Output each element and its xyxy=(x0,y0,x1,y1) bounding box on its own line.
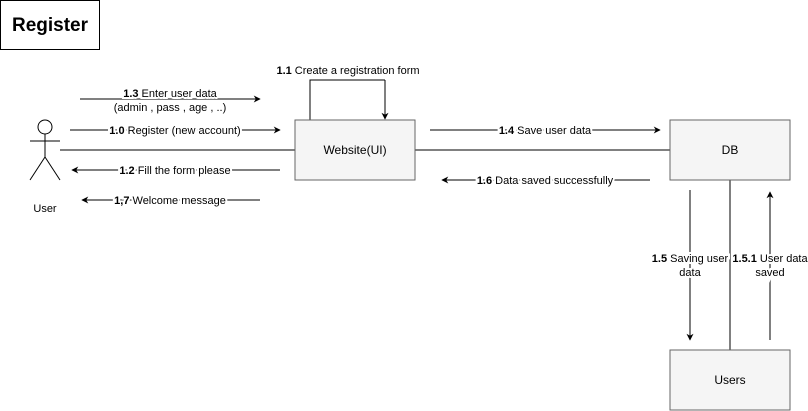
db-node: DB xyxy=(669,119,791,181)
users-label: Users xyxy=(714,373,745,387)
title-box: Register xyxy=(0,0,100,50)
msg-1-3-line1: 1.3 Enter user data xyxy=(123,88,217,100)
diagram-title: Register xyxy=(12,15,89,36)
msg-1-6: 1.6 Data saved successfully xyxy=(477,175,614,187)
actor-right-leg xyxy=(44,156,61,181)
msg-1-2: 1.2 Fill the form please xyxy=(119,165,230,177)
msg-1-3-line2: (admin , pass , age , ..) xyxy=(114,102,227,114)
msg-1-7: 1,7 Welcome message xyxy=(114,195,226,207)
self-loop-website xyxy=(309,79,385,120)
website-label: Website(UI) xyxy=(323,143,386,157)
msg-1-5-line2: data xyxy=(679,267,701,279)
msg-1-5-1-line2: saved xyxy=(755,267,784,279)
website-node: Website(UI) xyxy=(294,119,416,181)
msg-1-1: 1.1 Create a registration form xyxy=(276,65,419,77)
msg-1-4: 1.4 Save user data xyxy=(499,125,592,137)
users-node: Users xyxy=(669,349,791,411)
actor-left-leg xyxy=(29,156,46,181)
db-label: DB xyxy=(722,143,739,157)
msg-1-5-1-line1: 1.5.1 User data xyxy=(732,253,808,265)
actor-label: User xyxy=(33,203,57,215)
user-actor xyxy=(29,119,61,181)
msg-1-5-line1: 1.5 Saving user xyxy=(652,253,729,265)
msg-1-0: 1.0 Register (new account) xyxy=(109,125,240,137)
actor-head xyxy=(37,119,53,135)
